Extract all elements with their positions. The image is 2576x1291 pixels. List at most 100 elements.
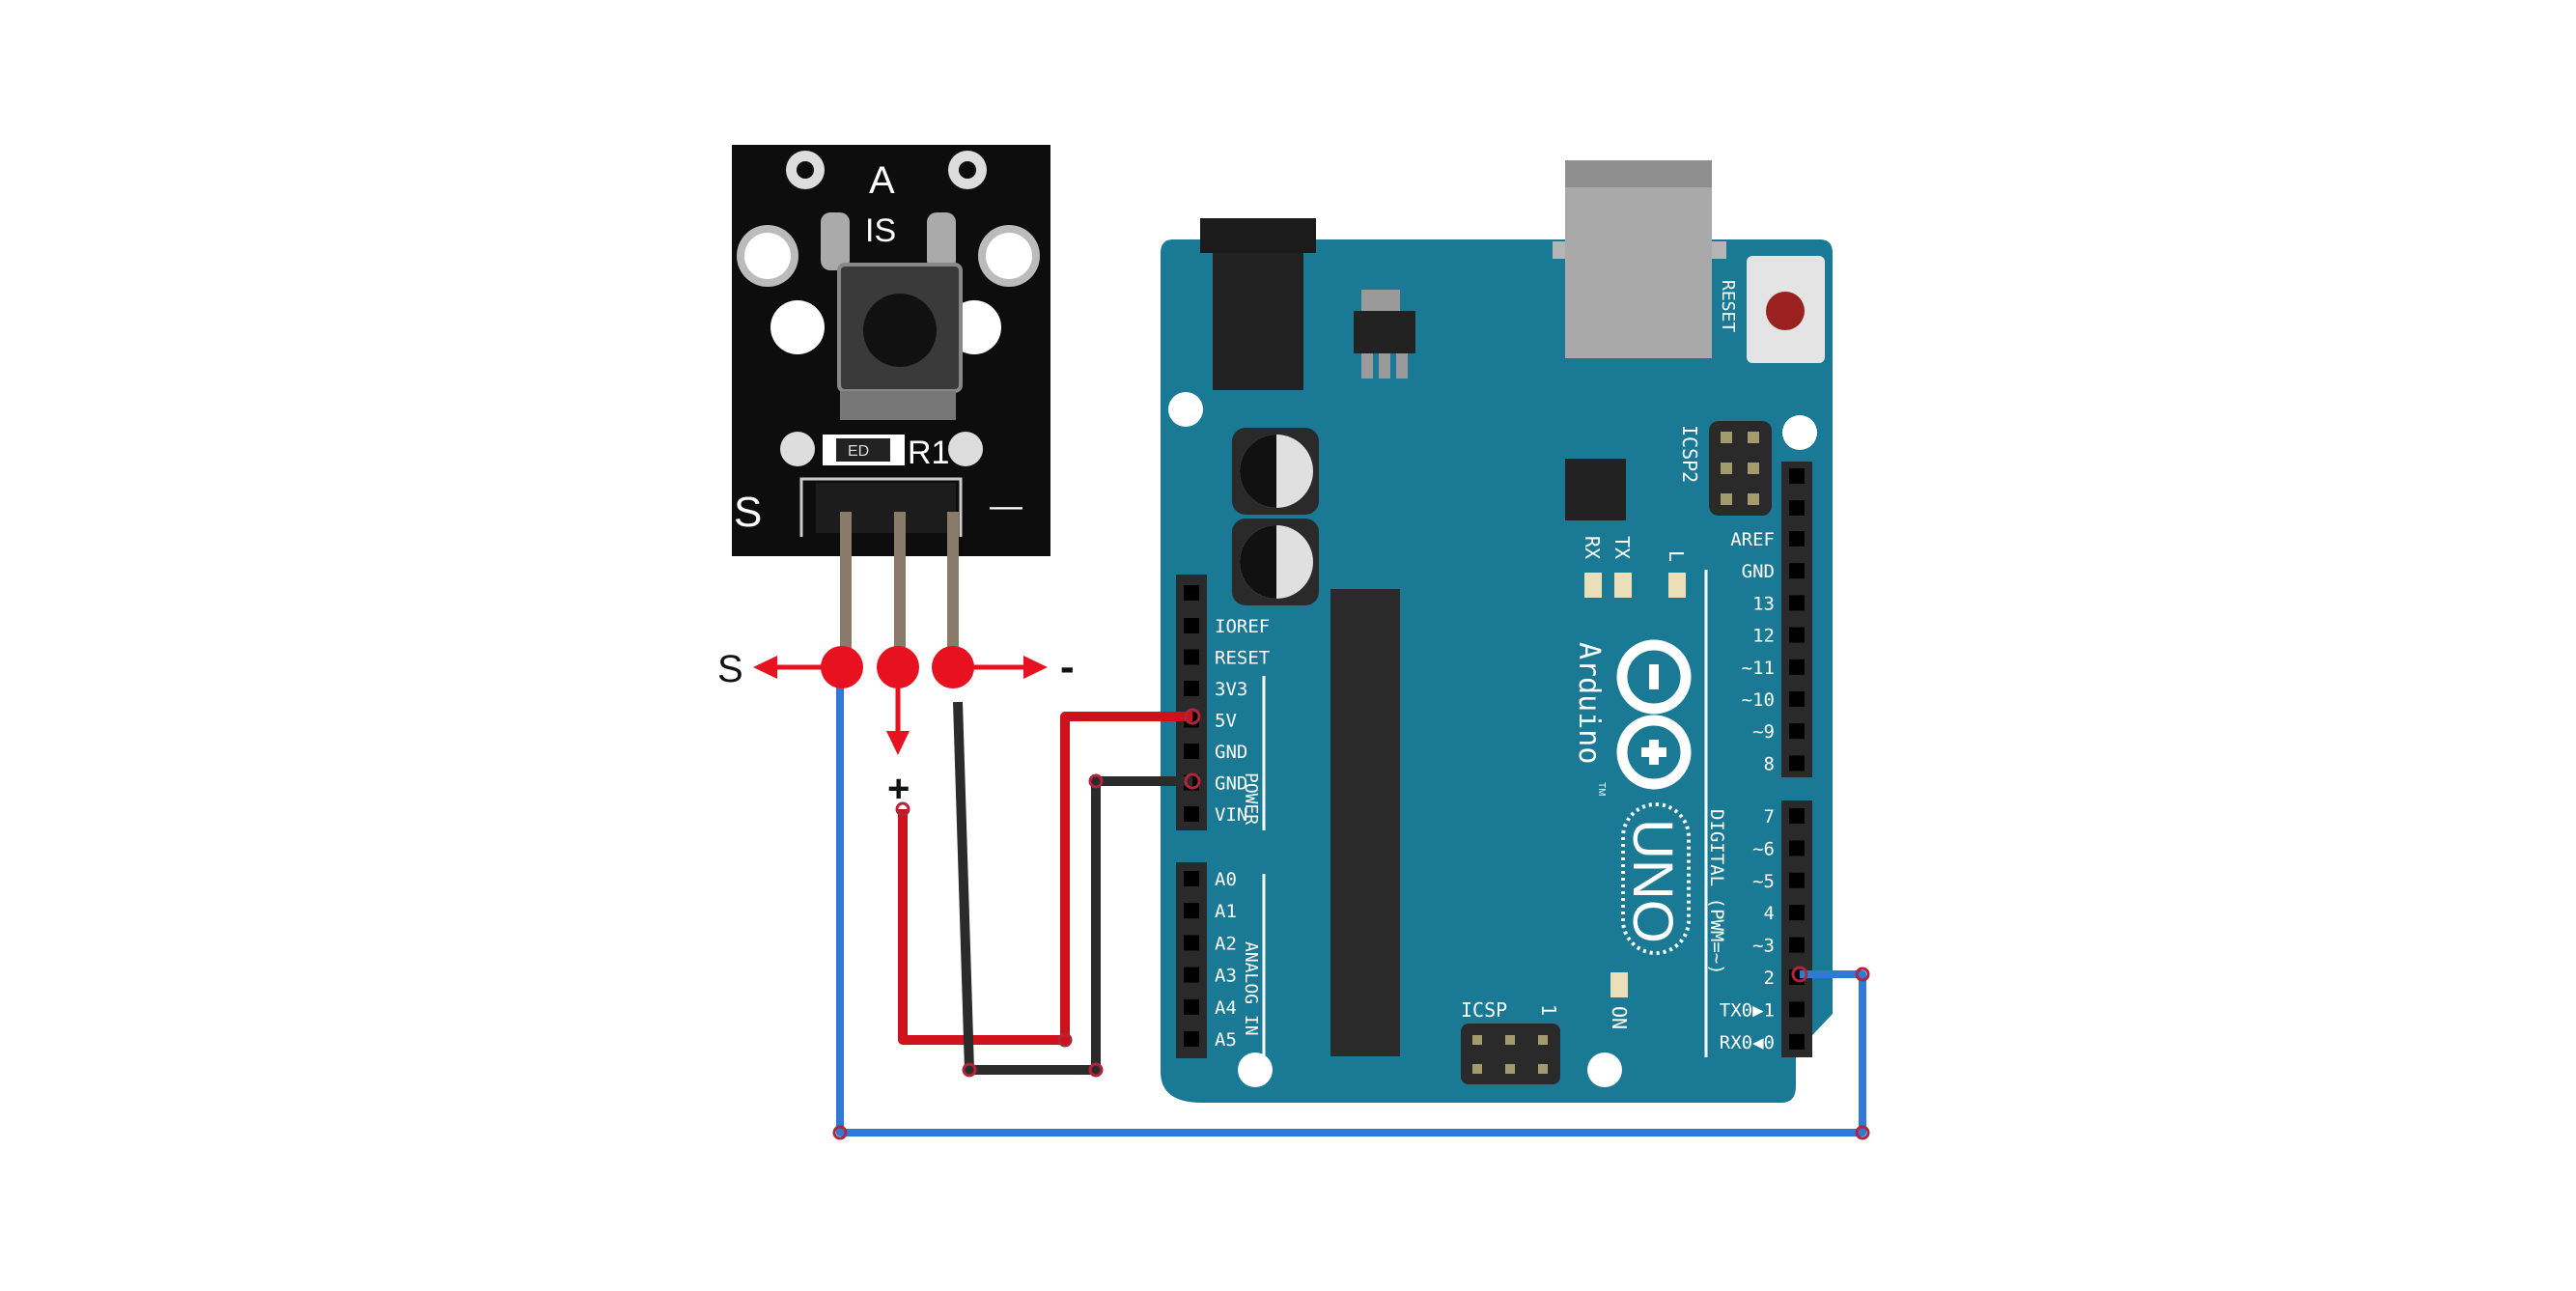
- switch-cap[interactable]: [863, 294, 937, 367]
- header-pin-d[interactable]: [1789, 808, 1805, 824]
- arduino-uno-board: RESET ICSP2 RX: [1161, 160, 1833, 1103]
- header-pin-d[interactable]: [1789, 840, 1805, 856]
- l-label: L: [1665, 550, 1688, 562]
- pin-label: VIN: [1215, 804, 1247, 826]
- pin-label: ~5: [1752, 871, 1775, 892]
- header-pin-d[interactable]: [1789, 691, 1805, 707]
- pin-label: ~10: [1742, 689, 1775, 711]
- trademark: TM: [1596, 782, 1607, 796]
- digital-header-low: [1781, 800, 1812, 1057]
- header-pin-d[interactable]: [1789, 531, 1805, 547]
- header-pin-a1[interactable]: [1184, 903, 1199, 919]
- on-label: ON: [1608, 1006, 1631, 1029]
- power-label: POWER: [1241, 772, 1261, 825]
- header-pin-d[interactable]: [1789, 595, 1805, 611]
- pin-callouts: [753, 646, 1048, 755]
- pin-label: 7: [1764, 806, 1775, 828]
- header-pin-d[interactable]: [1789, 1001, 1805, 1018]
- wire-signal: [836, 677, 1866, 1137]
- header-pin-a5[interactable]: [1184, 1031, 1199, 1047]
- pin-label: ~9: [1752, 721, 1775, 743]
- header-pin[interactable]: [1184, 585, 1199, 601]
- header-pin-vin[interactable]: [1184, 806, 1199, 822]
- uno-badge: [1621, 802, 1691, 955]
- power-header: [1176, 575, 1207, 830]
- reset-button[interactable]: [1747, 256, 1825, 363]
- pin-label: GND: [1742, 561, 1775, 582]
- rx-label: RX: [1581, 536, 1604, 559]
- model-label: UNO: [1621, 819, 1684, 943]
- header-pin-a2[interactable]: [1184, 935, 1199, 951]
- header-pin-3v3[interactable]: [1184, 681, 1199, 696]
- header-pin-reset[interactable]: [1184, 649, 1199, 665]
- pin-label: A3: [1215, 966, 1237, 987]
- l-led: [1668, 573, 1686, 598]
- mounting-hole: [1238, 1052, 1273, 1087]
- header-pin-d[interactable]: [1789, 937, 1805, 953]
- pin-label: ~3: [1752, 936, 1775, 957]
- brand-label: Arduino: [1572, 642, 1606, 764]
- capacitor: [1232, 519, 1319, 605]
- gnd-pin-dot: [932, 646, 974, 688]
- header-pin-a0[interactable]: [1184, 871, 1199, 886]
- signal-pin-dot: [821, 646, 863, 688]
- pin-label: A5: [1215, 1029, 1237, 1051]
- header-pin-d[interactable]: [1789, 755, 1805, 772]
- header-pin-gnd[interactable]: [1184, 744, 1199, 759]
- pin-signal: [840, 512, 852, 671]
- header-pin-a4[interactable]: [1184, 998, 1199, 1015]
- header-pin-d[interactable]: [1789, 723, 1805, 740]
- pin-label: 5V: [1215, 711, 1237, 732]
- pin-label: A4: [1215, 997, 1237, 1019]
- module-label-minus: —: [990, 488, 1022, 524]
- header-pin-d[interactable]: [1789, 1033, 1805, 1050]
- mounting-hole: [1168, 392, 1203, 427]
- pin-label: IOREF: [1215, 616, 1270, 637]
- usb-chip: [1565, 459, 1626, 520]
- callout-plus-label: +: [887, 768, 910, 810]
- pin-label: TX0▶1: [1720, 999, 1775, 1021]
- module-label-r1: R1: [908, 435, 949, 471]
- pin-label: 8: [1764, 753, 1775, 774]
- header-pin-d[interactable]: [1789, 905, 1805, 921]
- icsp-header: [1461, 1024, 1560, 1084]
- pin-label: RX0◀0: [1720, 1032, 1775, 1053]
- pin-label: GND: [1215, 773, 1247, 795]
- pin-label: A1: [1215, 901, 1237, 922]
- pin-label: A0: [1215, 869, 1237, 890]
- resistor-code: ED: [848, 443, 869, 460]
- rx-led: [1584, 573, 1602, 598]
- header-pin-ioref[interactable]: [1184, 618, 1199, 633]
- pin-label: GND: [1215, 742, 1247, 763]
- header-pin-a3[interactable]: [1184, 967, 1199, 983]
- header-pin[interactable]: [1789, 468, 1805, 484]
- mounting-hole: [1587, 1052, 1622, 1087]
- header-pin-d[interactable]: [1789, 627, 1805, 643]
- pin-label: RESET: [1215, 648, 1270, 669]
- mounting-hole: [1782, 415, 1817, 450]
- wire-gnd: [953, 701, 1192, 1075]
- reset-label: RESET: [1718, 280, 1738, 332]
- push-button-module: ED A IS R1 S —: [732, 145, 1050, 671]
- pin-gnd: [947, 512, 959, 671]
- voltage-regulator: [1354, 290, 1415, 379]
- power-jack: [1200, 218, 1316, 390]
- tx-label: TX: [1610, 536, 1634, 559]
- pin-label: AREF: [1730, 529, 1775, 550]
- pin-vcc: [894, 512, 906, 671]
- digital-label: DIGITAL (PWM=~): [1706, 809, 1727, 975]
- pin-label: A2: [1215, 933, 1237, 954]
- wire-5v: [898, 712, 1192, 1045]
- pin-label: 3V3: [1215, 679, 1247, 700]
- header-pin-d[interactable]: [1789, 872, 1805, 888]
- analog-label: ANALOG IN: [1241, 941, 1261, 1036]
- atmega-chip: [1330, 589, 1400, 1056]
- header-pin-d[interactable]: [1789, 659, 1805, 675]
- icsp2-header: [1709, 421, 1772, 516]
- module-label-a: A: [869, 159, 895, 202]
- header-pin[interactable]: [1789, 500, 1805, 516]
- icsp-pin1-label: 1: [1537, 1004, 1560, 1016]
- header-pin-d[interactable]: [1789, 563, 1805, 579]
- on-led: [1610, 972, 1628, 997]
